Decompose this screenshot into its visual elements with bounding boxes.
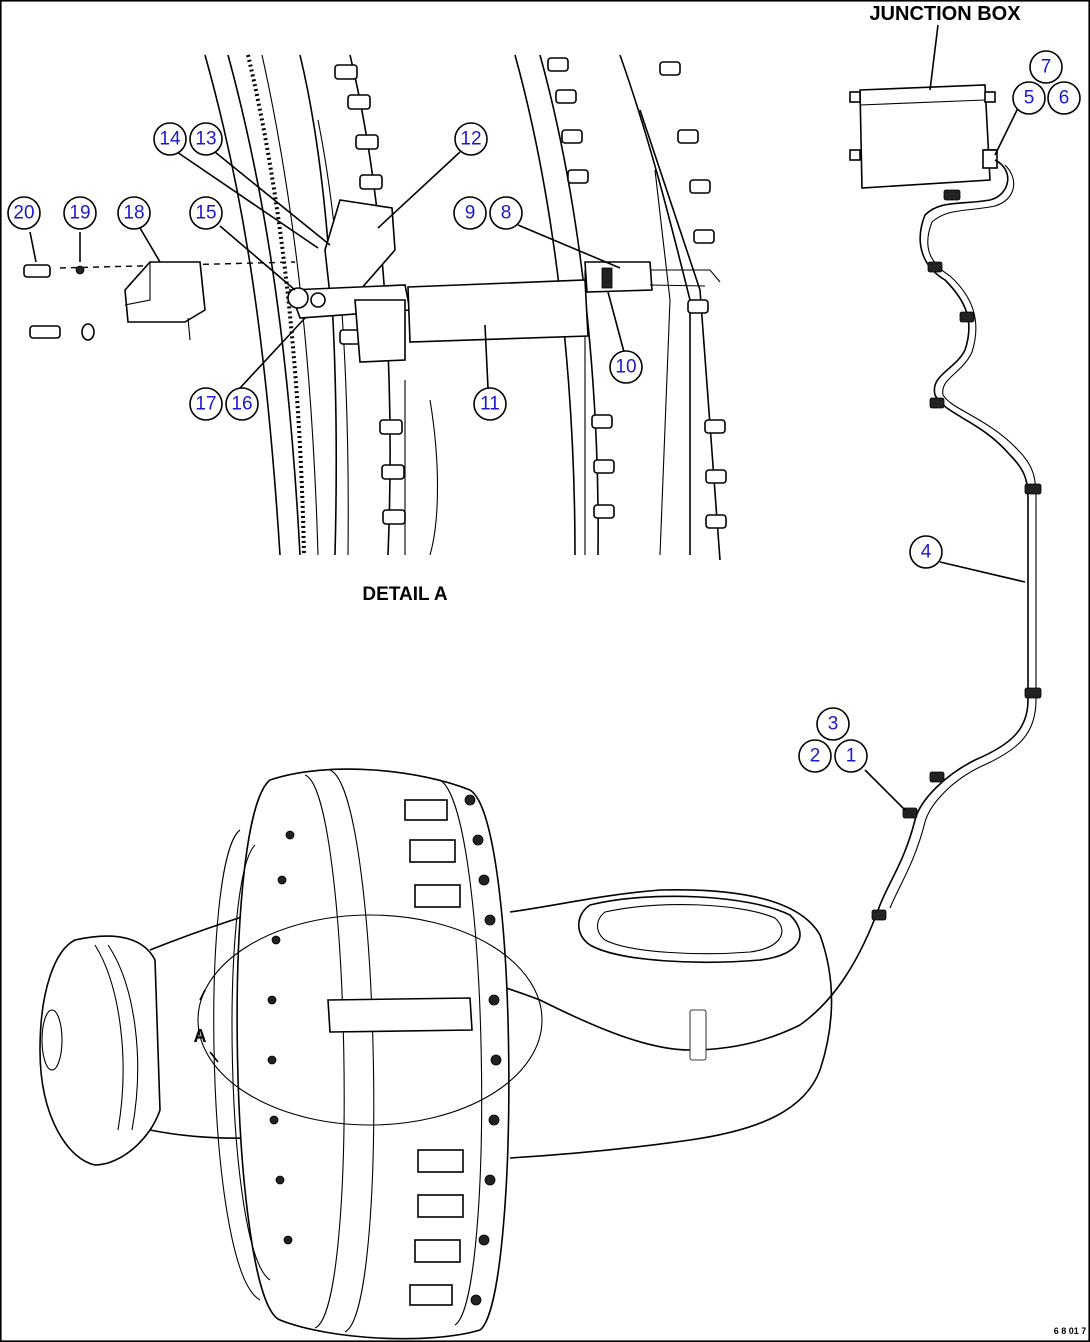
svg-text:20: 20: [13, 203, 34, 224]
callout-8: 8: [489, 196, 523, 230]
svg-text:16: 16: [231, 394, 252, 415]
svg-text:1: 1: [846, 746, 857, 767]
callout-5: 5: [1012, 81, 1046, 115]
figure-code: 6 8 01 7: [1054, 1326, 1087, 1336]
svg-text:10: 10: [615, 357, 636, 378]
callout-13: 13: [189, 122, 223, 156]
svg-text:9: 9: [465, 203, 476, 224]
callout-16: 16: [225, 387, 259, 421]
wiring-harness: [469, 159, 1042, 1061]
callout-17: 17: [189, 387, 223, 421]
svg-text:14: 14: [159, 129, 181, 150]
callout-11: 11: [473, 387, 507, 421]
detail-a-view: [23, 54, 727, 561]
callout-20: 20: [7, 196, 41, 230]
svg-text:18: 18: [123, 203, 144, 224]
callout-9: 9: [453, 196, 487, 230]
svg-text:17: 17: [195, 394, 216, 415]
junction-box: [849, 24, 1019, 189]
view-a-label: A: [194, 1026, 207, 1046]
callout-7: 7: [1029, 50, 1063, 84]
callout-2: 2: [798, 739, 832, 773]
callout-10: 10: [609, 350, 643, 384]
junction-box-label: JUNCTION BOX: [869, 3, 1021, 25]
detail-a-leader-lines: [29, 151, 625, 389]
callout-1: 1: [834, 739, 868, 773]
svg-text:7: 7: [1041, 57, 1052, 78]
axle-assembly: [39, 768, 833, 1340]
svg-text:6: 6: [1059, 88, 1070, 109]
callout-18: 18: [117, 196, 151, 230]
callout-12: 12: [454, 122, 488, 156]
svg-text:5: 5: [1024, 88, 1035, 109]
svg-text:15: 15: [195, 203, 216, 224]
callout-6: 6: [1047, 81, 1081, 115]
svg-text:13: 13: [195, 129, 216, 150]
callout-15: 15: [189, 196, 223, 230]
svg-text:11: 11: [480, 394, 500, 415]
callout-4: 4: [909, 535, 943, 569]
svg-text:12: 12: [460, 129, 481, 150]
callout-14: 14: [153, 122, 187, 156]
detail-a-label: DETAIL A: [362, 584, 447, 605]
svg-text:3: 3: [828, 714, 839, 735]
callout-3: 3: [816, 707, 850, 741]
svg-text:19: 19: [69, 203, 90, 224]
svg-text:8: 8: [501, 203, 512, 224]
svg-text:4: 4: [921, 542, 932, 563]
svg-text:2: 2: [810, 746, 821, 767]
callout-19: 19: [63, 196, 97, 230]
